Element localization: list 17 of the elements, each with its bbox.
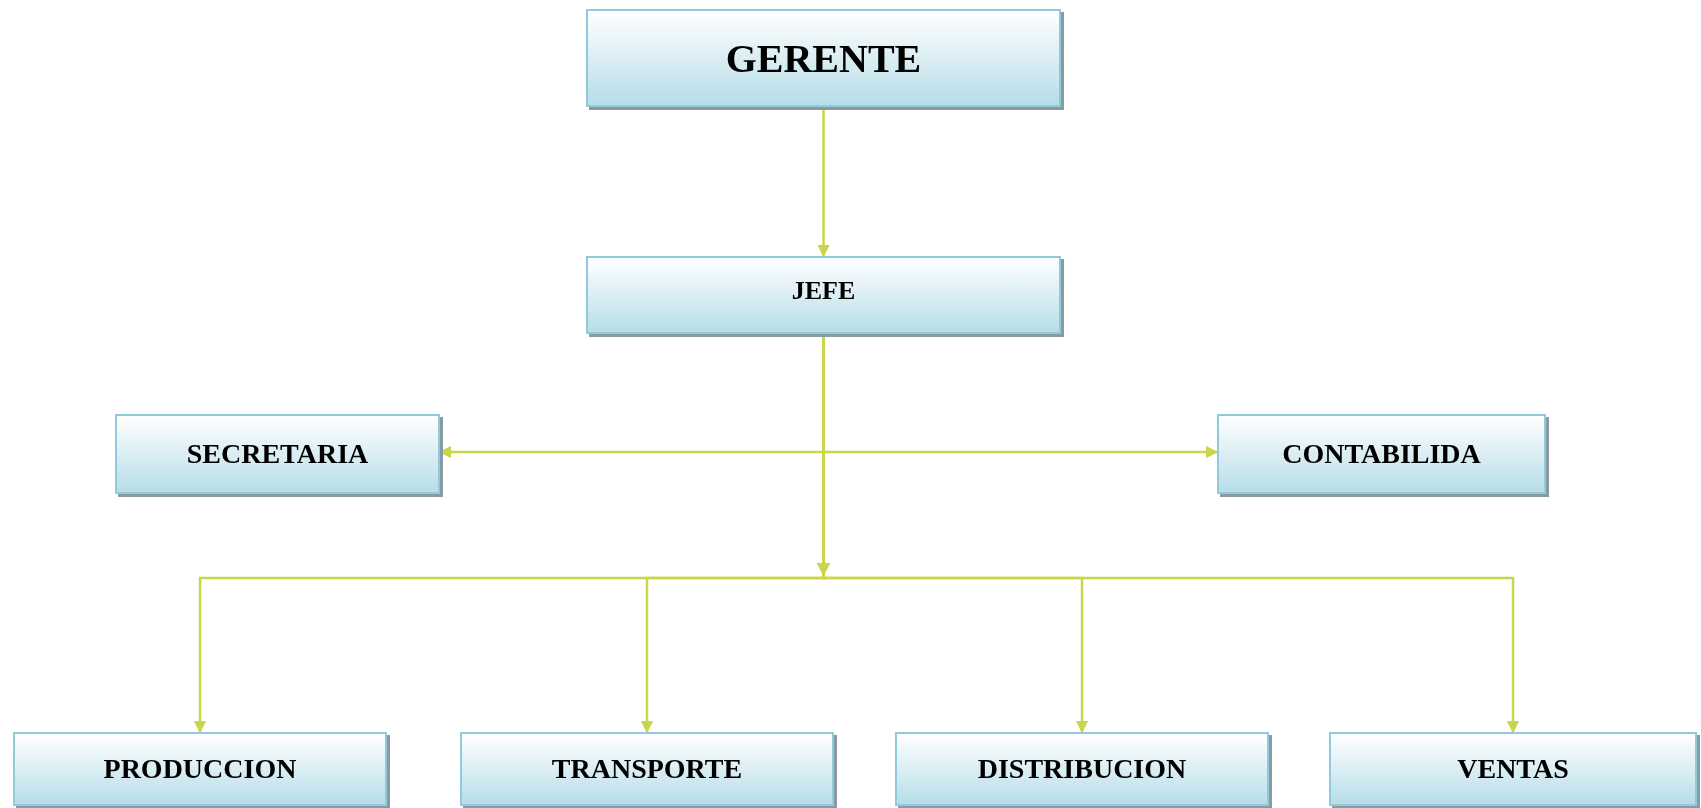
box-label: GERENTE [725, 34, 922, 82]
box-label: PRODUCCION [103, 753, 297, 785]
org-box [115, 414, 440, 494]
arrow [817, 107, 830, 258]
org-box [13, 732, 387, 806]
box-label: CONTABILIDA [1282, 438, 1481, 470]
box-label: JEFE [791, 276, 856, 306]
org-box [1217, 414, 1546, 494]
box-label: SECRETARIA [186, 438, 369, 470]
org-box [586, 256, 1061, 334]
org-box [460, 732, 834, 806]
box-label: DISTRIBUCION [977, 753, 1187, 785]
org-box [895, 732, 1269, 806]
box-label: VENTAS [1457, 753, 1569, 785]
org-box [1329, 732, 1697, 806]
org-box [586, 9, 1061, 107]
box-label: TRANSPORTE [551, 753, 743, 785]
